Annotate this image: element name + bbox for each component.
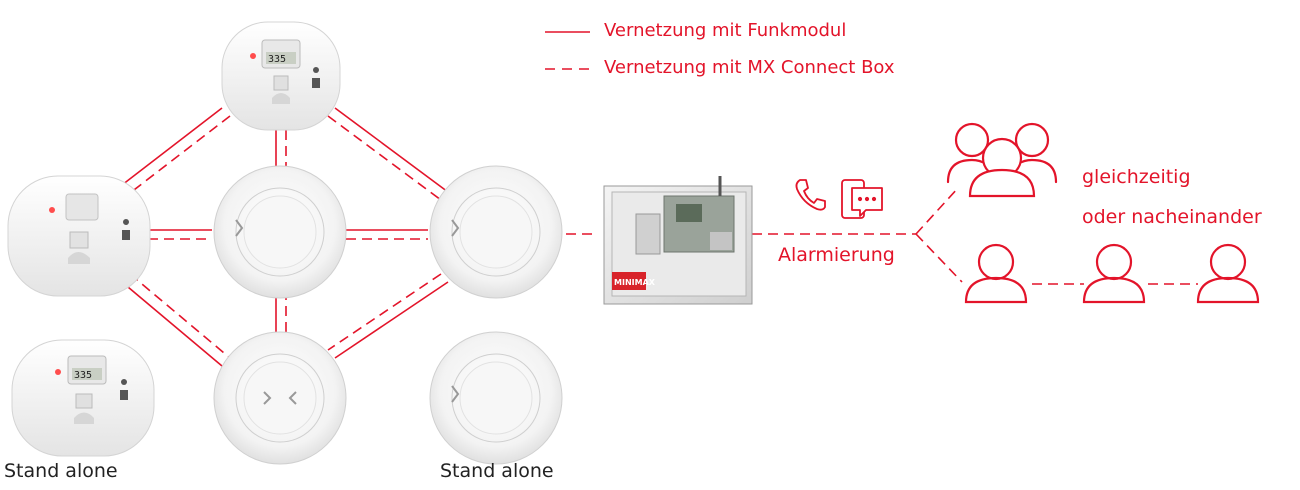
legend-solid-label: Vernetzung mit Funkmodul [604, 20, 847, 41]
person-icon-3 [1196, 243, 1260, 304]
chat-icon [841, 179, 883, 219]
legend [545, 31, 590, 70]
legend-dashed-label: Vernetzung mit MX Connect Box [604, 57, 895, 78]
control-box-brand: MINIMAX [614, 278, 656, 287]
smoke-detector-right [429, 165, 563, 299]
person-icon-1 [964, 243, 1028, 304]
co-detector-left [7, 175, 151, 297]
smoke-detector-bottom [213, 331, 347, 465]
smoke-detector-middle [213, 165, 347, 299]
sequential-label: oder nacheinander [1082, 206, 1262, 228]
smoke-detector-standalone [429, 331, 563, 465]
standalone-left-label: Stand alone [4, 460, 118, 482]
standalone-right-label: Stand alone [440, 460, 554, 482]
simultaneous-label: gleichzeitig [1082, 166, 1191, 188]
co-detector-standalone: 335 [11, 339, 155, 457]
person-group-icon [946, 122, 1058, 198]
phone-icon [795, 179, 826, 211]
co-detector-top: 335 [221, 21, 341, 131]
control-box: MINIMAX [603, 176, 753, 305]
alarm-label: Alarmierung [778, 244, 895, 266]
co-display-value-standalone: 335 [74, 370, 92, 381]
co-display-value: 335 [268, 54, 286, 65]
person-icon-2 [1082, 243, 1146, 304]
